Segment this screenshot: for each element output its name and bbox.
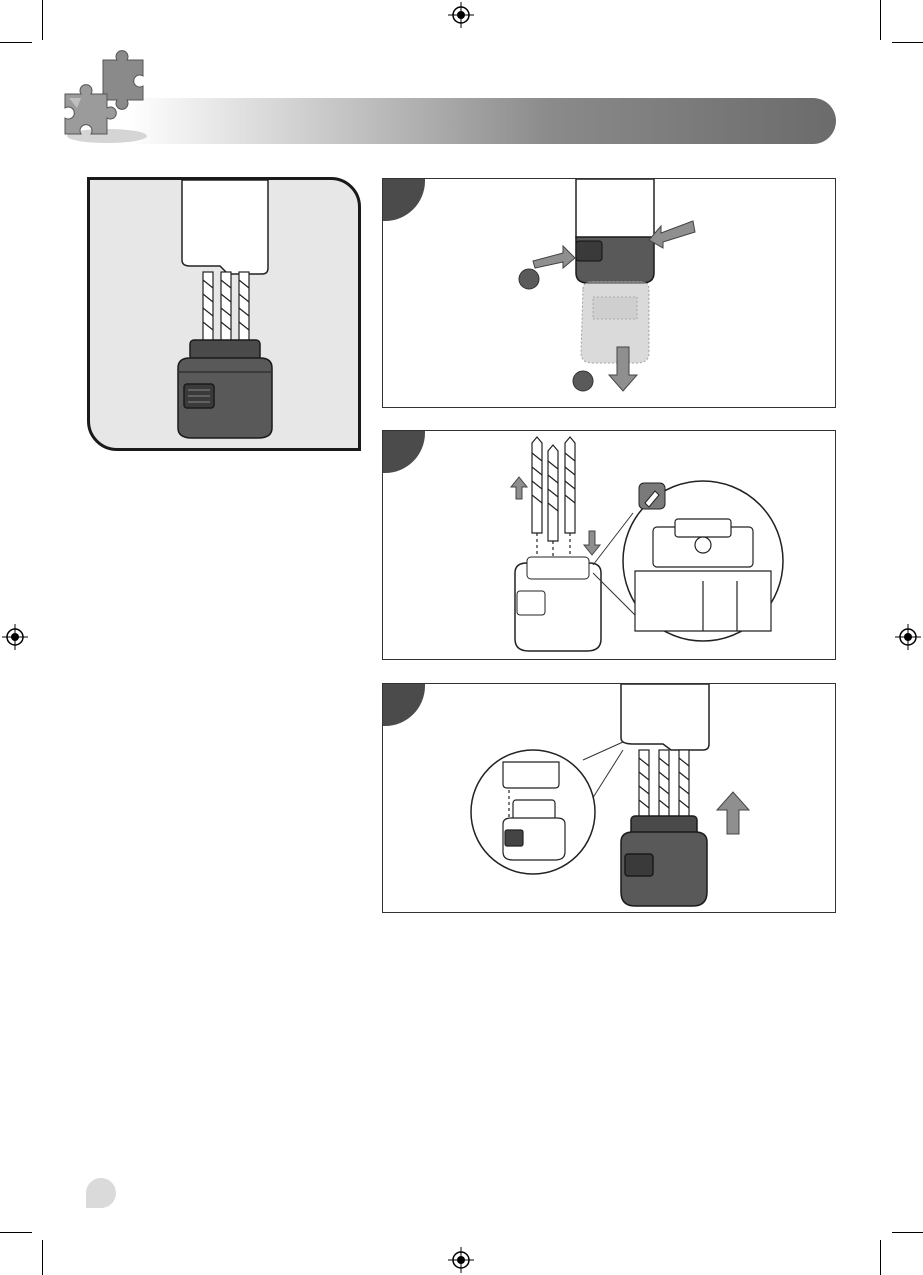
arrow-icon	[717, 792, 749, 834]
crop-mark-bottom-left-h	[0, 1232, 32, 1233]
crop-mark-top-left-h	[0, 42, 32, 43]
puzzle-pieces-icon	[55, 50, 155, 145]
step-panel-1	[382, 178, 836, 408]
registration-mark-icon	[2, 624, 28, 650]
step-panel-3	[382, 683, 836, 913]
registration-mark-icon	[448, 1247, 474, 1273]
detached-cap-ghost	[581, 281, 649, 363]
overview-illustration-card	[87, 177, 361, 451]
crop-mark-bottom-right-h	[892, 1232, 923, 1233]
reattach-cap-illustration	[383, 684, 835, 912]
section-header-bar	[128, 98, 836, 144]
insert-bits-illustration	[383, 431, 835, 659]
registration-mark-icon	[895, 624, 921, 650]
crop-mark-top-right-v	[880, 0, 881, 40]
crop-mark-bottom-right-v	[880, 1240, 881, 1275]
detach-cap-illustration	[383, 179, 835, 407]
accessory-cap	[621, 816, 707, 906]
page-number-tab	[86, 1178, 116, 1208]
storage-cap-with-bits-illustration	[90, 180, 358, 448]
step-panel-2	[382, 430, 836, 660]
drill-bit-icon	[532, 437, 575, 563]
registration-mark-icon	[448, 2, 474, 28]
crop-mark-top-right-h	[892, 42, 923, 43]
crop-mark-top-left-v	[42, 0, 43, 40]
accessory-cap	[178, 340, 272, 438]
zoom-detail	[635, 519, 771, 631]
crop-mark-bottom-left-v	[42, 1240, 43, 1275]
